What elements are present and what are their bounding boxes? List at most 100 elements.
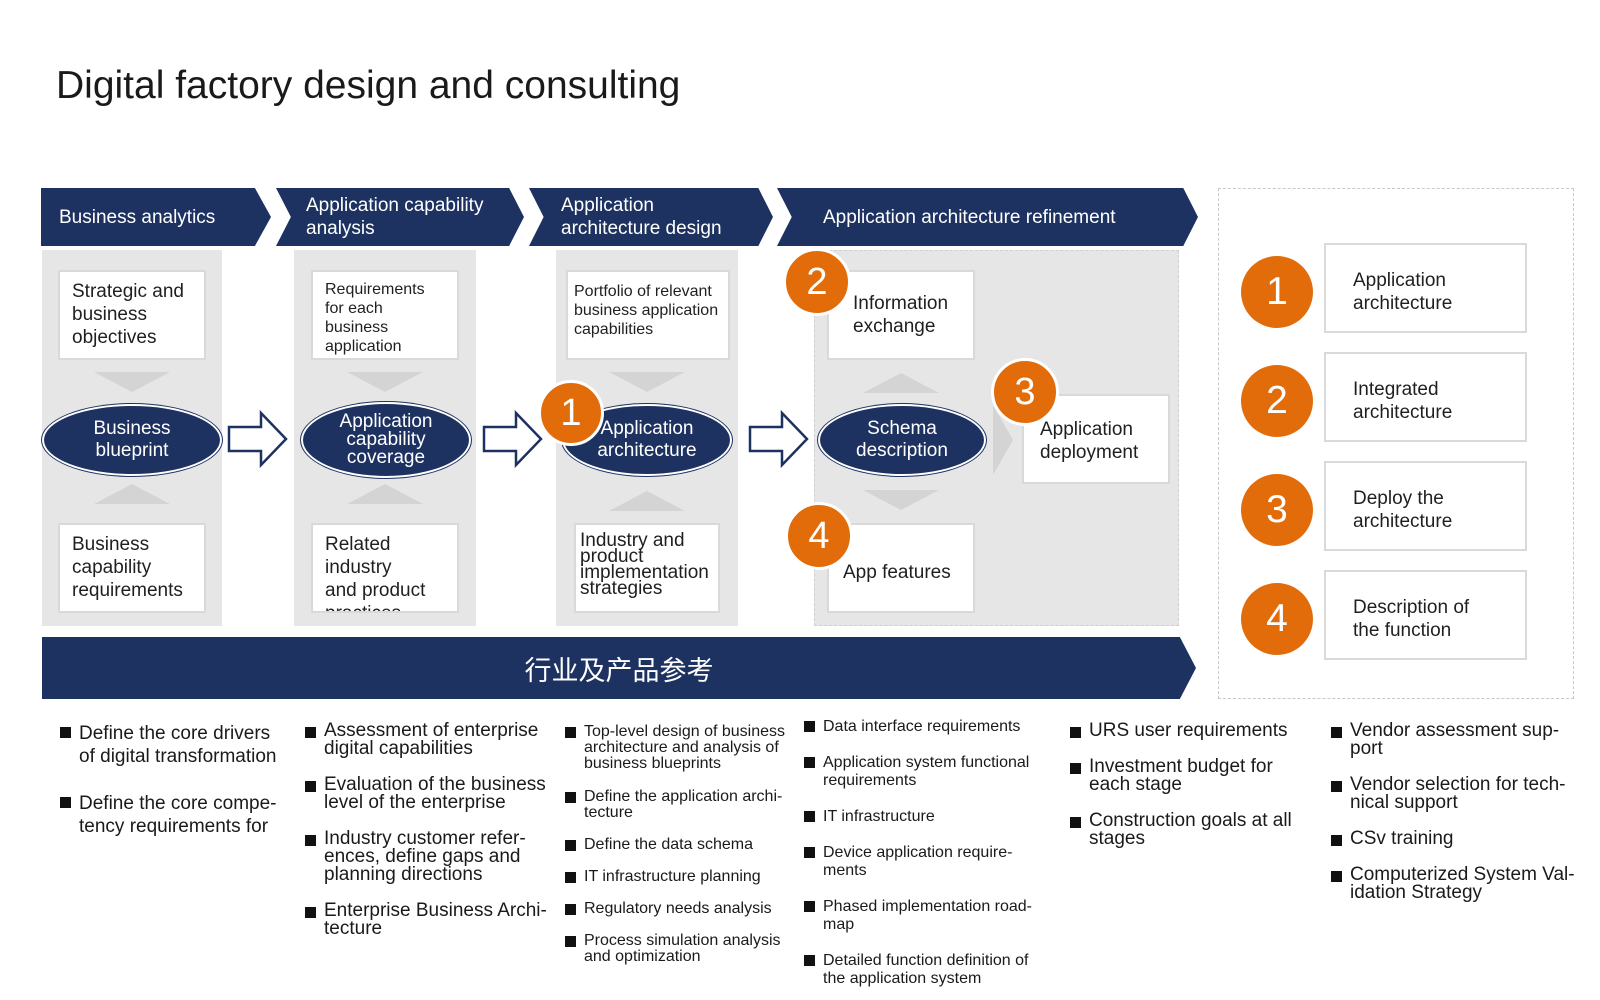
- bullet-line: the application system: [823, 970, 982, 987]
- oval-line: Application: [339, 411, 433, 432]
- legend-line: architecture: [1353, 293, 1453, 314]
- bullet-line: and optimization: [584, 948, 701, 965]
- badge-2: 2: [783, 248, 851, 316]
- strategic-objectives-box: Strategic and business objectives: [58, 270, 206, 360]
- bullet-item: Vendor selection for tech- nical support: [1331, 774, 1593, 812]
- bullet-item: Top-level design of business architectur…: [565, 724, 805, 772]
- bullet-item: Data interface requirements: [804, 718, 1066, 736]
- down-triangle: [94, 372, 170, 392]
- stage-header-line: analysis: [306, 218, 375, 239]
- bullet-item: Construction goals at all stages: [1070, 811, 1320, 848]
- legend-box-1: Application architecture: [1324, 243, 1527, 333]
- box-line: Application: [1040, 419, 1133, 440]
- box-line: practices: [325, 602, 445, 611]
- box-line: requirements: [72, 580, 183, 601]
- bullet-line: Phased implementation road-: [823, 898, 1033, 915]
- bullet-item: Investment budget for each stage: [1070, 756, 1320, 794]
- legend-line: architecture: [1353, 402, 1453, 423]
- legend-line: the function: [1353, 620, 1452, 641]
- business-requirements-box: Requirements for each business applicati…: [311, 270, 459, 360]
- bullet-line: Application system functional: [823, 754, 1030, 771]
- legend-line: Description of: [1353, 597, 1470, 618]
- box-line: strategies: [580, 578, 663, 599]
- bullet-line: Device application require-: [823, 844, 1013, 861]
- legend-panel: [1218, 188, 1574, 699]
- bullet-item: Assessment of enterprise digital capabil…: [305, 721, 565, 758]
- legend-badge-2: 2: [1241, 365, 1313, 437]
- bullet-item: IT infrastructure planning: [565, 869, 805, 885]
- stage-header-line: Application capability: [306, 195, 484, 216]
- bullet-column-5: URS user requirements Investment budget …: [1070, 721, 1320, 848]
- implementation-strategies-box: Industry and product implementation stra…: [574, 523, 720, 613]
- bullet-item: CSv training: [1331, 829, 1593, 848]
- bullet-line: ments: [823, 862, 867, 879]
- capability-portfolio-box: Portfolio of relevant business applicati…: [566, 270, 730, 360]
- up-triangle: [863, 373, 939, 393]
- stage-header-line: Application architecture refinement: [823, 206, 1116, 228]
- bullet-line: Vendor selection for tech-: [1350, 774, 1566, 795]
- oval-line: Schema: [867, 418, 937, 439]
- oval-line: description: [856, 440, 948, 461]
- legend-line: Application: [1353, 270, 1446, 291]
- box-line: capabilities: [574, 321, 654, 338]
- application-deployment-box: Application deployment: [1022, 394, 1170, 484]
- bullet-line: Evaluation of the business: [324, 774, 546, 795]
- bullet-column-3: Top-level design of business architectur…: [565, 724, 805, 965]
- bullet-line: Vendor assessment sup-: [1350, 720, 1560, 741]
- bullet-line: business blueprints: [584, 755, 721, 772]
- box-line: Portfolio of relevant: [574, 283, 712, 300]
- down-triangle: [863, 490, 939, 510]
- box-line: business application: [574, 302, 719, 319]
- bullet-column-2: Assessment of enterprise digital capabil…: [305, 721, 565, 939]
- badge-1: 1: [538, 380, 604, 446]
- bullet-item: IT infrastructure: [804, 808, 1066, 826]
- badge-3: 3: [991, 358, 1059, 426]
- bullet-line: Top-level design of business: [584, 723, 786, 740]
- box-line: Requirements: [325, 281, 425, 298]
- box-line: exchange: [853, 316, 936, 337]
- bullet-item: Evaluation of the business level of the …: [305, 774, 565, 812]
- legend-box-2: Integrated architecture: [1324, 352, 1527, 442]
- bullet-item: Device application require- ments: [804, 844, 1066, 880]
- bullet-line: requirements: [823, 772, 917, 789]
- box-line: for each business: [325, 300, 389, 336]
- flow-arrow-right-icon: [227, 410, 288, 468]
- box-line: capability: [72, 557, 152, 578]
- box-line: Related industry: [325, 534, 392, 578]
- bullet-column-1: Define the core drivers of digital trans…: [60, 722, 300, 838]
- bullet-line: Process simulation analysis: [584, 932, 781, 949]
- industry-reference-banner: 行业及产品参考: [42, 637, 1196, 699]
- bullet-line: IT infrastructure planning: [584, 868, 761, 885]
- box-line: App features: [843, 562, 951, 583]
- bullet-item: Computerized System Val- idation Strateg…: [1331, 864, 1593, 903]
- bullet-line: tency requirements for: [79, 816, 269, 837]
- box-line: deployment: [1040, 442, 1139, 463]
- bullet-item: Industry customer refer- ences, define g…: [305, 829, 565, 884]
- legend-box-4: Description of the function: [1324, 570, 1527, 660]
- bullet-item: Enterprise Business Archi- tecture: [305, 900, 565, 939]
- bullet-line: Investment budget for: [1089, 756, 1273, 777]
- flow-arrow-right-icon: [748, 410, 809, 468]
- bullet-line: Enterprise Business Archi-: [324, 900, 547, 921]
- bullet-line: idation Strategy: [1350, 882, 1483, 903]
- box-line: and product: [325, 580, 426, 601]
- bullet-item: Phased implementation road- map: [804, 898, 1066, 934]
- bullet-item: Process simulation analysis and optimiza…: [565, 933, 805, 965]
- bullet-line: Define the core compe-: [79, 793, 277, 814]
- bullet-line: IT infrastructure: [823, 808, 935, 825]
- bullet-item: Regulatory needs analysis: [565, 901, 805, 917]
- oval-line: capability: [346, 429, 426, 450]
- box-line: Business: [72, 534, 150, 555]
- legend-line: Integrated: [1353, 379, 1439, 400]
- bullet-line: tecture: [324, 918, 383, 939]
- box-line: product: [580, 546, 644, 567]
- stage-header-line: architecture design: [561, 218, 722, 239]
- bullet-line: Regulatory needs analysis: [584, 900, 772, 917]
- box-line: Industry and: [580, 530, 685, 551]
- bullet-line: Define the data schema: [584, 836, 753, 853]
- bullet-line: Computerized System Val-: [1350, 864, 1575, 885]
- box-line: Strategic and: [72, 281, 184, 302]
